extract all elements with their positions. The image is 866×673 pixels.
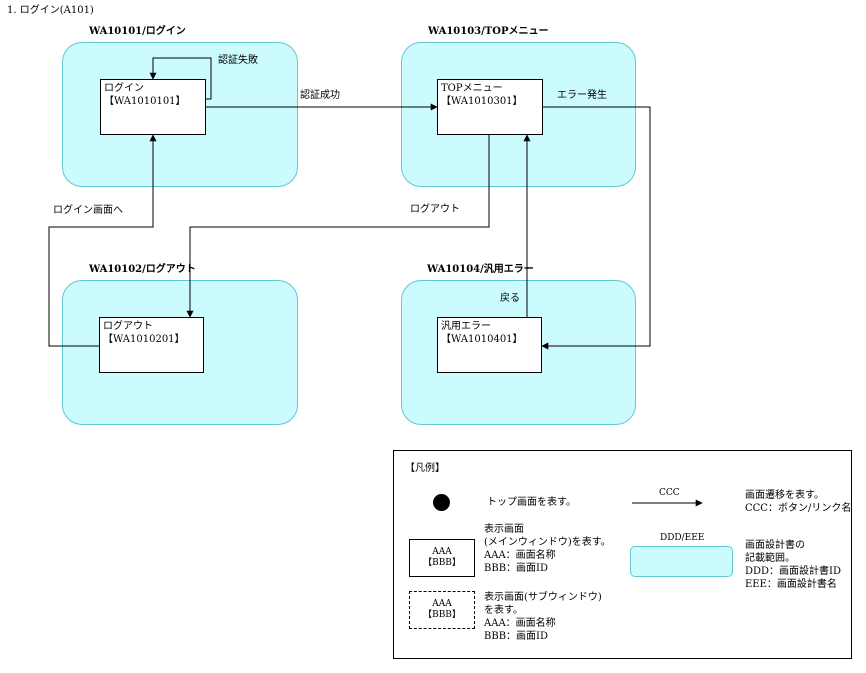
- screen-login-id: 【WA1010101】: [104, 96, 186, 107]
- group-title-login: WA10101/ログイン: [89, 26, 186, 37]
- legend-sub-box-line1: AAA: [432, 599, 452, 609]
- label-auth-success: 認証成功: [300, 90, 340, 101]
- screen-top[interactable]: TOPメニュー 【WA1010301】: [437, 79, 543, 135]
- screen-error[interactable]: 汎用エラー 【WA1010401】: [437, 317, 542, 373]
- screen-logout[interactable]: ログアウト 【WA1010201】: [99, 317, 204, 373]
- label-auth-fail: 認証失敗: [218, 55, 258, 66]
- legend-sub-desc-4: BBB：画面ID: [484, 631, 549, 642]
- legend-design-desc-1: 画面設計書の: [745, 540, 805, 551]
- legend-main-desc-2: (メインウィンドウ)を表す。: [484, 537, 611, 548]
- top-screen-dot-icon: [433, 494, 450, 511]
- label-to-login: ログイン画面へ: [53, 205, 123, 216]
- legend-design-desc-3: DDD：画面設計書ID: [745, 566, 842, 577]
- legend-title: 【凡例】: [405, 463, 445, 474]
- screen-login[interactable]: ログイン 【WA1010101】: [100, 79, 206, 135]
- screen-logout-id: 【WA1010201】: [103, 334, 185, 345]
- legend-sub-box-line2: 【BBB】: [423, 610, 461, 620]
- legend-main-box-line2: 【BBB】: [423, 558, 461, 568]
- legend-main-desc-3: AAA：画面名称: [484, 550, 556, 561]
- legend-sub-window-box: AAA 【BBB】: [409, 591, 475, 629]
- label-error-occurred: エラー発生: [557, 90, 607, 101]
- legend-design-doc-label: DDD/EEE: [660, 533, 705, 543]
- legend-transition-desc-1: 画面遷移を表す。: [745, 490, 824, 501]
- screen-top-id: 【WA1010301】: [441, 96, 523, 107]
- legend-arrow-label: CCC: [659, 488, 680, 498]
- screen-login-name: ログイン: [104, 83, 144, 94]
- legend-top-screen-desc: トップ画面を表す。: [487, 497, 576, 508]
- legend-design-desc-4: EEE：画面設計書名: [745, 579, 837, 590]
- group-title-top: WA10103/TOPメニュー: [428, 26, 549, 37]
- legend-sub-desc-1: 表示画面(サブウィンドウ): [484, 592, 602, 603]
- arrow-auth-fail: [149, 57, 212, 100]
- arrow-to-login: [48, 134, 157, 347]
- legend-transition-desc-2: CCC：ボタン/リンク名: [745, 503, 852, 514]
- screen-logout-name: ログアウト: [103, 321, 153, 332]
- group-title-logout: WA10102/ログアウト: [89, 264, 196, 275]
- legend-sub-desc-2: を表す。: [484, 605, 523, 616]
- legend-main-desc-1: 表示画面: [484, 524, 524, 535]
- screen-error-id: 【WA1010401】: [441, 334, 523, 345]
- legend-main-box-line1: AAA: [432, 547, 452, 557]
- screen-error-name: 汎用エラー: [441, 321, 491, 332]
- section-title: 1. ログイン(A101): [7, 5, 94, 16]
- label-back: 戻る: [500, 293, 520, 304]
- legend-design-doc-box: [630, 546, 733, 577]
- legend-design-desc-2: 記載範囲。: [745, 553, 795, 564]
- legend: [393, 450, 852, 659]
- screen-top-name: TOPメニュー: [441, 83, 503, 94]
- legend-main-window-box: AAA 【BBB】: [409, 539, 475, 577]
- legend-main-desc-4: BBB：画面ID: [484, 563, 549, 574]
- arrow-logout: [186, 135, 490, 318]
- group-title-error: WA10104/汎用エラー: [427, 264, 534, 275]
- arrow-error-occurred: [541, 106, 651, 350]
- legend-sub-desc-3: AAA：画面名称: [484, 618, 556, 629]
- label-logout: ログアウト: [410, 204, 460, 215]
